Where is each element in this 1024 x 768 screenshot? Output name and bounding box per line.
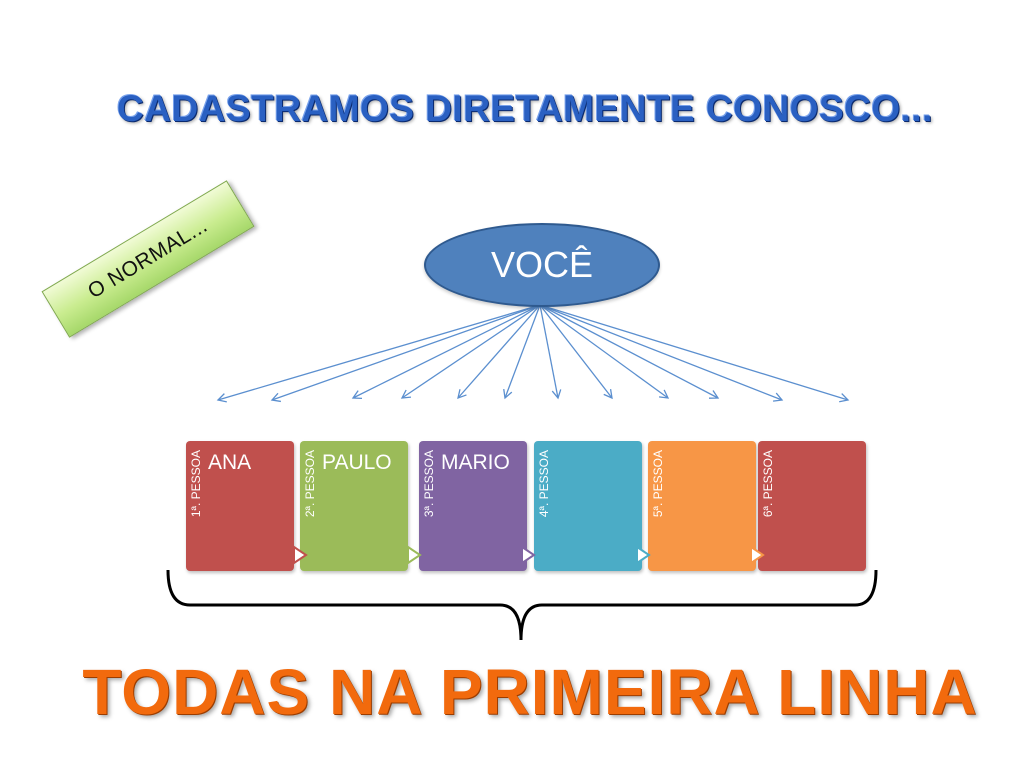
arrow-line-1 bbox=[217, 304, 541, 401]
arrow-line-11 bbox=[539, 304, 783, 401]
arrow-line-4 bbox=[401, 304, 541, 399]
arrow-line-5 bbox=[457, 304, 541, 399]
person-box-1: 1ª. PESSOA ANA bbox=[186, 441, 294, 571]
arrow-line-8 bbox=[539, 304, 613, 399]
arrow-head-12 bbox=[839, 393, 850, 403]
arrow-head-3 bbox=[351, 390, 363, 399]
bottom-caption: TODAS NA PRIMEIRA LINHA bbox=[82, 656, 978, 728]
you-label: VOCÊ bbox=[490, 244, 594, 285]
arrow-head-9 bbox=[658, 389, 670, 399]
arrow-line-10 bbox=[539, 304, 719, 399]
person-box-2: 2ª. PESSOA PAULO bbox=[300, 441, 408, 571]
arrow-head-5 bbox=[457, 389, 467, 400]
arrow-line-6 bbox=[504, 304, 541, 399]
person-box-3-name: MARIO bbox=[441, 451, 510, 474]
page-title: CADASTRAMOS DIRETAMENTE CONOSCO... bbox=[117, 88, 933, 129]
arrow-head-10 bbox=[708, 390, 720, 399]
person-box-4: 4ª. PESSOA bbox=[534, 441, 642, 571]
person-box-5: 5ª. PESSOA bbox=[648, 441, 756, 571]
arrow-line-12 bbox=[539, 304, 849, 401]
connector-chevron-1 bbox=[293, 545, 308, 565]
connector-chevron-5 bbox=[750, 545, 765, 565]
arrow-head-11 bbox=[772, 392, 784, 402]
person-box-6: 6ª. PESSOA bbox=[758, 441, 866, 571]
person-box-2-name: PAULO bbox=[322, 451, 392, 474]
curly-brace bbox=[166, 569, 878, 641]
arrow-head-6 bbox=[503, 388, 513, 400]
arrow-line-3 bbox=[352, 304, 541, 399]
connector-chevron-2 bbox=[407, 545, 422, 565]
arrow-head-8 bbox=[603, 389, 613, 400]
arrow-line-7 bbox=[539, 304, 559, 399]
arrow-head-4 bbox=[400, 389, 412, 399]
you-ellipse: VOCÊ bbox=[424, 223, 660, 307]
arrow-head-1 bbox=[216, 393, 227, 403]
person-box-1-name: ANA bbox=[208, 451, 252, 474]
connector-chevron-3 bbox=[521, 545, 536, 565]
arrow-head-2 bbox=[270, 392, 281, 403]
arrow-head-7 bbox=[551, 389, 562, 400]
arrow-line-2 bbox=[271, 304, 541, 401]
person-box-3: 3ª. PESSOA MARIO bbox=[419, 441, 527, 571]
arrow-line-9 bbox=[539, 304, 669, 399]
connector-chevron-4 bbox=[636, 545, 651, 565]
